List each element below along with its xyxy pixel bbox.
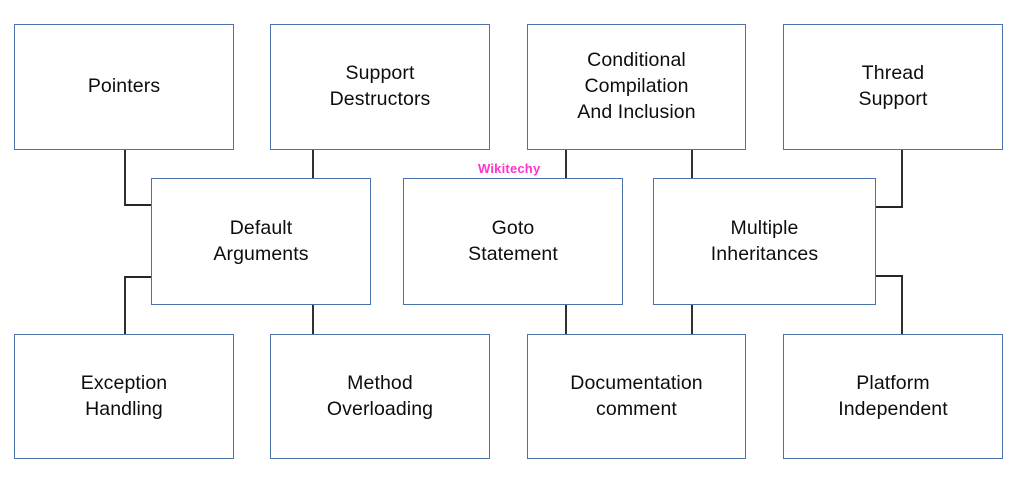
node-default-arguments[interactable]: Default Arguments [151,178,371,305]
watermark-label: Wikitechy [478,161,541,176]
node-pointers[interactable]: Pointers [14,24,234,150]
node-exception-handling[interactable]: Exception Handling [14,334,234,459]
node-label-thread-support: Thread Support [858,62,928,110]
node-label-support-destructors: Support Destructors [329,62,431,110]
node-support-destructors[interactable]: Support Destructors [270,24,490,150]
node-thread-support[interactable]: Thread Support [783,24,1003,150]
connector-default-arguments-to-exception-handling [124,276,151,334]
node-label-documentation-comment: Documentation comment [570,371,703,420]
connector-thread-support-to-multiple-inheritances [876,150,903,208]
node-conditional-compilation[interactable]: Conditional Compilation And Inclusion [527,24,746,150]
node-label-default-arguments: Default Arguments [213,216,309,265]
node-method-overloading[interactable]: Method Overloading [270,334,490,459]
node-label-exception-handling: Exception Handling [80,371,168,420]
node-label-platform-independent: Platform Independent [838,371,948,420]
node-label-goto-statement: Goto Statement [468,216,558,265]
node-goto-statement[interactable]: Goto Statement [403,178,623,305]
node-documentation-comment[interactable]: Documentation comment [527,334,746,459]
node-label-multiple-inheritances: Multiple Inheritances [710,216,819,265]
node-multiple-inheritances[interactable]: Multiple Inheritances [653,178,876,305]
connector-pointers-to-default-arguments [124,150,151,206]
connector-multiple-inheritances-to-platform-independent [876,275,903,334]
node-label-conditional-compilation: Conditional Compilation And Inclusion [577,49,696,123]
node-label-pointers: Pointers [87,75,161,98]
node-platform-independent[interactable]: Platform Independent [783,334,1003,459]
node-label-method-overloading: Method Overloading [326,371,434,420]
